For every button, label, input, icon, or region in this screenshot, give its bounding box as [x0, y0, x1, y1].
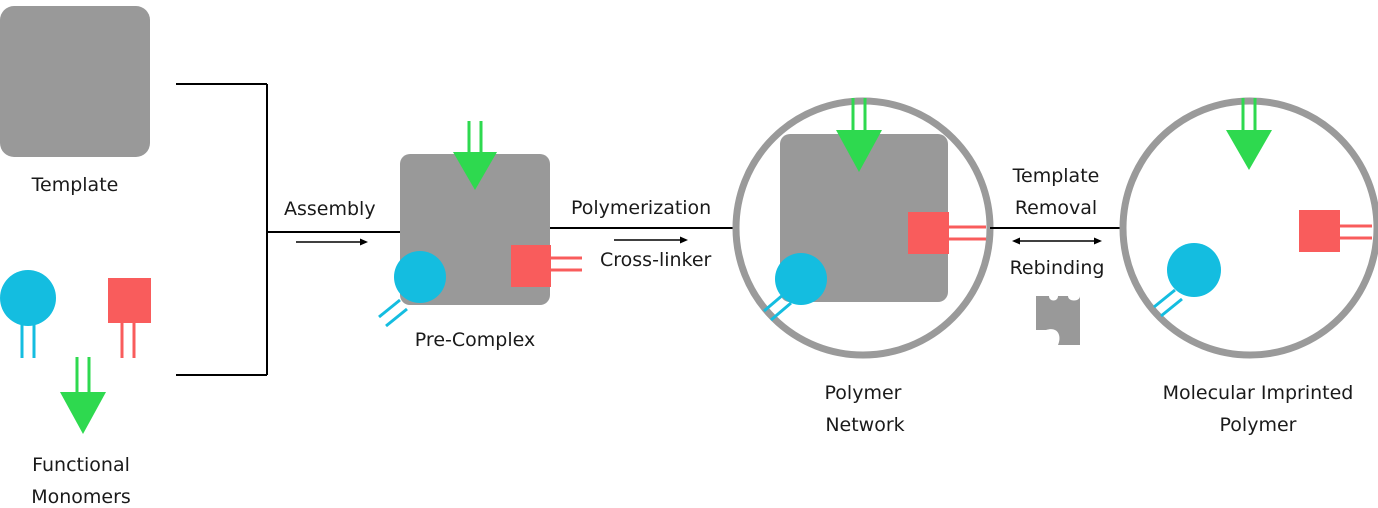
molecular-imprinted-polymer — [1119, 97, 1378, 359]
pre-complex-label: Pre-Complex — [415, 329, 535, 351]
polymer-network-label-line1: Polymer — [825, 382, 902, 404]
polymerization-label: Polymerization — [571, 197, 711, 219]
functional-monomers-label-line2: Monomers — [31, 486, 131, 508]
assembly-bracket — [176, 83, 400, 376]
pre-complex — [378, 121, 582, 328]
red-monomer-icon — [108, 278, 151, 358]
puzzle-piece-icon — [1036, 296, 1080, 345]
template-removal-label-line2: Removal — [1015, 197, 1097, 219]
polymer-network-label-line2: Network — [825, 414, 904, 436]
assembly-arrow-icon — [296, 238, 368, 246]
polymerization-arrow-icon — [614, 236, 688, 244]
mip-label-line1: Molecular Imprinted — [1163, 382, 1354, 404]
green-monomer-icon — [60, 357, 106, 434]
template-label: Template — [31, 174, 119, 196]
template-removal-label-line1: Template — [1012, 165, 1100, 187]
mip-label-line2: Polymer — [1220, 414, 1297, 436]
bidirectional-arrow-icon — [1012, 237, 1102, 245]
assembly-label: Assembly — [284, 198, 376, 220]
rebinding-label: Rebinding — [1010, 257, 1105, 279]
cross-linker-label: Cross-linker — [600, 249, 712, 271]
cyan-monomer-icon — [0, 270, 56, 358]
functional-monomers-label-line1: Functional — [32, 454, 130, 476]
polymer-network — [732, 97, 994, 359]
template-block — [0, 6, 150, 157]
